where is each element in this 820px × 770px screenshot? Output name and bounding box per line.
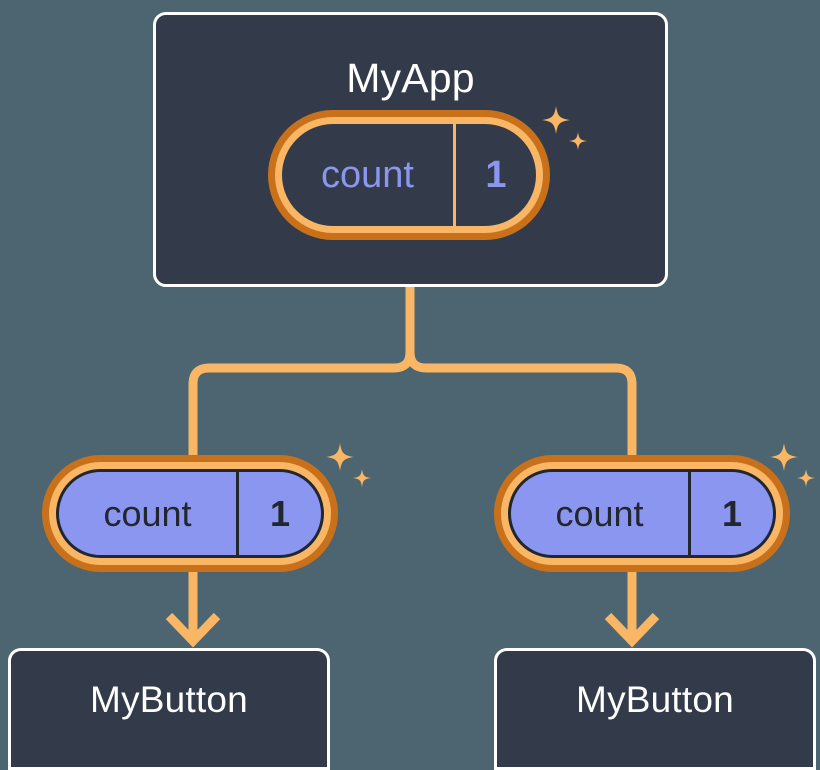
state-key-label: count — [555, 492, 644, 534]
component-card-mybutton-left[interactable]: MyButton — [8, 648, 330, 770]
state-pill-inner-ring: count 1 — [275, 117, 543, 233]
state-pill-child-right[interactable]: count 1 — [494, 455, 790, 572]
state-value-label: 1 — [269, 492, 291, 534]
state-value-label: 1 — [485, 153, 507, 196]
state-pill-myapp[interactable]: count 1 — [268, 110, 550, 240]
component-title-mybutton-right: MyButton — [576, 679, 734, 720]
state-pill-divider — [236, 472, 239, 555]
component-title-myapp: MyApp — [346, 55, 475, 101]
state-pill-core: count 1 — [282, 124, 536, 226]
state-key-label: count — [103, 492, 192, 534]
state-pill-core: count 1 — [508, 469, 776, 558]
state-pill-inner-ring: count 1 — [49, 462, 331, 565]
arrow-head-right — [604, 612, 660, 648]
state-pill-divider — [688, 472, 691, 555]
state-pill-core: count 1 — [56, 469, 324, 558]
state-pill-inner-ring: count 1 — [501, 462, 783, 565]
component-card-mybutton-right[interactable]: MyButton — [494, 648, 816, 770]
tree-connector-path-right — [405, 347, 637, 463]
component-title-mybutton-left: MyButton — [90, 679, 248, 720]
state-pill-child-left[interactable]: count 1 — [42, 455, 338, 572]
arrow-head-left — [165, 612, 221, 648]
state-pill-divider — [453, 124, 456, 226]
tree-connector-path — [188, 282, 415, 463]
state-value-label: 1 — [721, 492, 743, 534]
state-key-label: count — [321, 153, 414, 196]
